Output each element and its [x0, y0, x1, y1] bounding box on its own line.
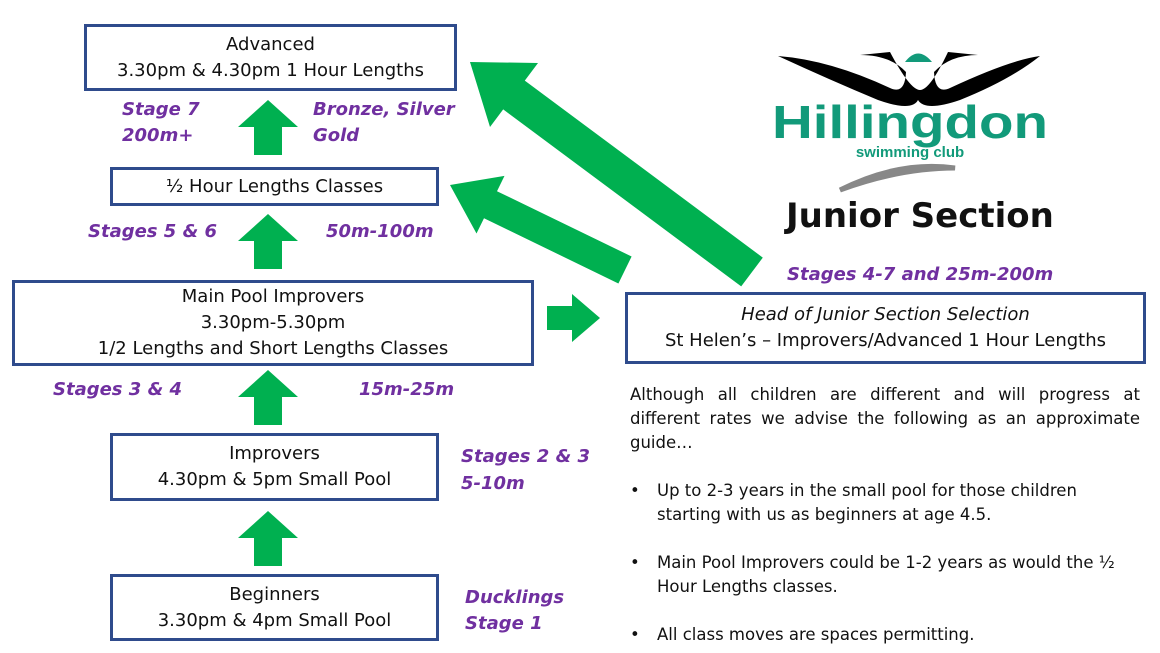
improvers-box: Improvers 4.30pm & 5pm Small Pool	[110, 433, 439, 501]
diagonal-arrow-to-half-hour	[450, 175, 632, 284]
label-dist34: 15m-25m	[359, 379, 455, 400]
label-stage7: Stage 7	[122, 99, 200, 120]
label-stage7-distance: 200m+	[122, 125, 194, 146]
main-pool-classes: 1/2 Lengths and Short Lengths Classes	[97, 338, 449, 359]
half-hour-box: ½ Hour Lengths Classes	[110, 167, 439, 206]
swimmer-icon	[778, 52, 1040, 106]
label-gold: Gold	[313, 125, 360, 146]
wave-icon	[838, 163, 956, 193]
advanced-times: 3.30pm & 4.30pm 1 Hour Lengths	[117, 59, 424, 81]
logo-name: Hillingdon	[772, 96, 1048, 148]
swim-cap-icon	[905, 53, 932, 62]
label-junior-range: Stages 4-7 and 25m-200m	[787, 264, 1054, 285]
main-pool-title: Main Pool Improvers	[181, 286, 365, 307]
right-arrow-to-head	[547, 294, 600, 342]
label-dist23: 5-10m	[461, 473, 525, 494]
guide-intro: Although all children are different and …	[630, 385, 1140, 452]
label-stages23: Stages 2 & 3	[461, 446, 591, 467]
guide-bullet: Up to 2-3 years in the small pool for th…	[630, 479, 1140, 527]
beginners-title: Beginners	[229, 583, 320, 605]
main-pool-times: 3.30pm-5.30pm	[200, 312, 346, 333]
advanced-box: Advanced 3.30pm & 4.30pm 1 Hour Lengths	[84, 24, 457, 91]
beginners-times: 3.30pm & 4pm Small Pool	[157, 609, 392, 631]
guide-text: Although all children are different and …	[630, 383, 1140, 653]
up-arrow-to-half-hour	[238, 214, 298, 269]
head-selection-box: Head of Junior Section Selection St Hele…	[625, 292, 1146, 364]
diagonal-arrow-to-advanced	[470, 62, 763, 287]
label-stage1: Stage 1	[465, 613, 543, 634]
beginners-box: Beginners 3.30pm & 4pm Small Pool	[110, 574, 439, 641]
head-selection-detail: St Helen’s – Improvers/Advanced 1 Hour L…	[664, 330, 1107, 351]
up-arrow-to-main-pool	[238, 370, 298, 425]
advanced-title: Advanced	[226, 33, 315, 55]
label-bronze-silver: Bronze, Silver	[313, 99, 455, 120]
half-hour-title: ½ Hour Lengths Classes	[165, 175, 384, 197]
label-stages56: Stages 5 & 6	[88, 221, 218, 242]
guide-bullet: Main Pool Improvers could be 1-2 years a…	[630, 551, 1140, 599]
improvers-times: 4.30pm & 5pm Small Pool	[157, 469, 392, 490]
label-dist56: 50m-100m	[326, 221, 434, 242]
logo-graphic	[778, 52, 1040, 193]
label-ducklings: Ducklings	[465, 587, 565, 608]
guide-bullet: All class moves are spaces permitting.	[630, 623, 1140, 647]
guide-list: Up to 2-3 years in the small pool for th…	[630, 479, 1140, 647]
head-selection-title: Head of Junior Section Selection	[741, 304, 1030, 325]
improvers-title: Improvers	[229, 443, 320, 464]
junior-section-title: Junior Section	[786, 196, 1054, 236]
up-arrow-to-improvers	[238, 511, 298, 566]
label-stages34: Stages 3 & 4	[53, 379, 183, 400]
up-arrow-to-advanced	[238, 100, 298, 155]
main-pool-box: Main Pool Improvers 3.30pm-5.30pm 1/2 Le…	[12, 280, 534, 366]
logo-subtitle: swimming club	[856, 144, 964, 161]
